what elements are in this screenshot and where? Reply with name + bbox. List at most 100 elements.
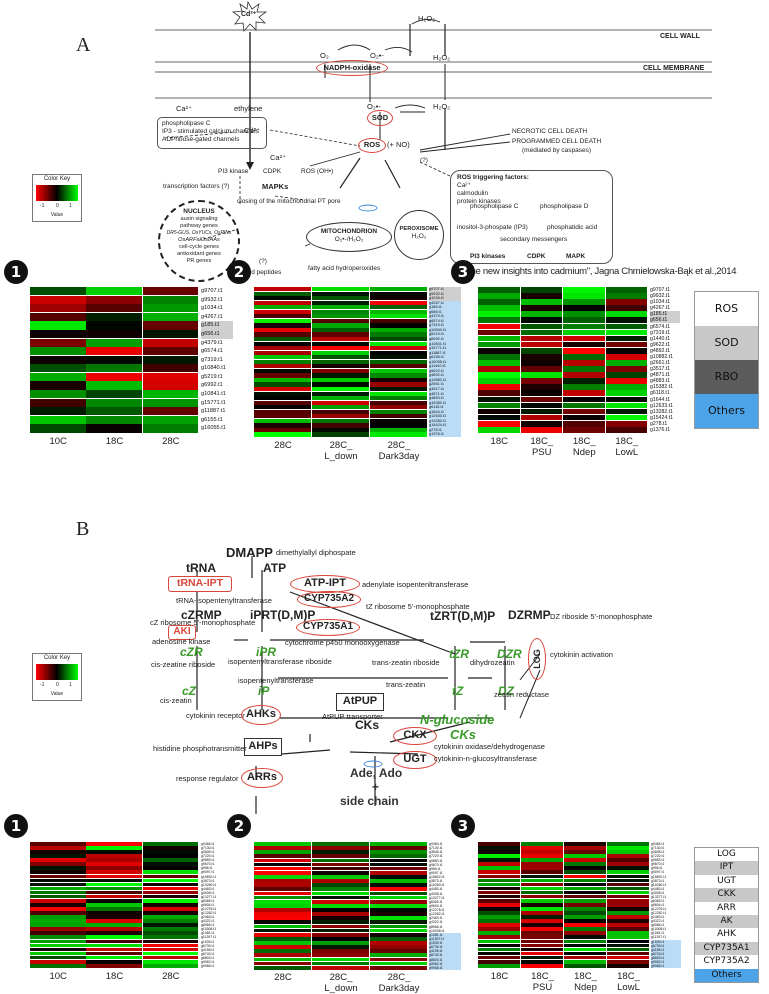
heatmap-cell xyxy=(605,353,648,360)
heatmap-cell xyxy=(607,911,650,915)
heatmap-cell xyxy=(478,335,520,342)
heatmap-cell xyxy=(254,887,312,892)
row-label: g8743.t1 xyxy=(651,951,681,956)
heatmap-cell xyxy=(312,368,370,373)
heatmap-cell xyxy=(605,293,648,299)
row-label: g15382.t1 xyxy=(650,384,673,391)
ip3-label: inositol-3-phospate (IP3) xyxy=(457,224,528,231)
heatmap-cell xyxy=(520,378,563,384)
heatmap-cell xyxy=(521,862,564,866)
legend-item: CYP735A1 xyxy=(695,941,758,956)
heatmap-cell xyxy=(564,935,607,940)
heatmap-cell xyxy=(607,963,650,968)
row-label: g8966.t1 xyxy=(651,923,665,928)
receptor-label: cytokinin receptor xyxy=(186,711,245,720)
heatmap-cell xyxy=(254,949,312,954)
row-label: g2463.t1 xyxy=(201,915,215,920)
heatmap-cell xyxy=(478,862,521,866)
heatmap-cell xyxy=(30,943,86,948)
heatmap-cell xyxy=(607,939,650,944)
heatmap-cell xyxy=(478,323,520,330)
heatmap-cell xyxy=(605,305,648,311)
heatmap-cell xyxy=(564,862,607,866)
heatmap-cell xyxy=(86,882,143,887)
heatmap-cell xyxy=(370,337,428,342)
ckx-desc-label: cytokinin oxidase/dehydrogenase xyxy=(434,742,545,751)
heatmap-a-3-col-label: 18C xyxy=(490,436,508,447)
heatmap-cell xyxy=(254,870,312,875)
heatmap-cell xyxy=(521,919,564,923)
heatmap-a-2 xyxy=(254,287,428,437)
nucleus-line-4: OsARFs/OsIAAs xyxy=(178,237,220,243)
heatmap-cell xyxy=(370,346,428,351)
heatmap-cell xyxy=(370,965,428,970)
heatmap-cell xyxy=(563,287,605,293)
heatmap-cell xyxy=(312,961,370,966)
heatmap-cell xyxy=(607,870,650,875)
heatmap-cell xyxy=(563,317,605,324)
heatmap-cell xyxy=(30,882,86,887)
heatmap-cell xyxy=(30,415,86,424)
heatmap-cell xyxy=(142,915,199,919)
heatmap-cell xyxy=(312,842,370,846)
row-label: g9604.t1 xyxy=(651,902,665,907)
heatmap-cell xyxy=(605,414,648,421)
heatmap-cell xyxy=(312,318,370,323)
row-label: g1539.t1 xyxy=(651,939,681,944)
heatmap-cell xyxy=(254,355,312,360)
heatmap-cell xyxy=(370,377,428,383)
row-label: g956.t1 xyxy=(651,866,663,871)
heatmap-cell xyxy=(312,883,370,887)
row-label: g656.t1 xyxy=(429,309,461,315)
row-label: g7319.t1 xyxy=(429,323,461,328)
heatmap-cell xyxy=(607,955,650,960)
color-key-a-title: Color Key xyxy=(43,176,71,182)
nucleus-line-7: PR genes xyxy=(186,258,212,264)
row-label: g10882.t1 xyxy=(429,377,461,383)
heatmap-cell xyxy=(370,373,428,378)
heatmap-cell xyxy=(563,323,605,330)
heatmap-cell xyxy=(478,935,521,940)
heatmap-cell xyxy=(478,951,521,956)
heatmap-cell xyxy=(605,384,648,390)
heatmap-cell xyxy=(142,886,199,891)
heatmap-cell xyxy=(521,846,564,850)
heatmap-cell xyxy=(520,414,563,421)
badge-b-1: 1 xyxy=(4,814,28,838)
color-key-b-gradient xyxy=(36,664,78,680)
heatmap-cell xyxy=(142,943,199,948)
heatmap-cell xyxy=(563,293,605,299)
heatmap-cell xyxy=(254,891,312,896)
heatmap-cell xyxy=(521,939,564,944)
row-label: g10841.t1 xyxy=(429,341,461,347)
dzr-label: DZR xyxy=(497,647,522,661)
row-label: g1034.t1 xyxy=(650,299,671,306)
heatmap-cell xyxy=(521,951,564,956)
heatmap-cell xyxy=(520,360,563,366)
row-label: g9062.t1 xyxy=(429,961,461,966)
heatmap-cell xyxy=(370,895,428,900)
heatmap-cell xyxy=(86,338,143,347)
czrmp-label: cZRMP xyxy=(181,608,222,622)
heatmap-cell xyxy=(254,908,312,912)
heatmap-cell xyxy=(312,346,370,351)
cd-mid-label: Cd²⁺ xyxy=(244,126,261,135)
h2o2-top: H₂O₂ xyxy=(418,14,436,23)
ade-label: Ade, Ado xyxy=(350,766,403,780)
row-label: g10008.t1 xyxy=(651,927,667,932)
heatmap-cell xyxy=(370,327,428,333)
heatmap-cell xyxy=(312,932,370,937)
color-key-b-tick-3: 1 xyxy=(69,682,72,688)
heatmap-cell xyxy=(254,427,312,433)
heatmap-cell xyxy=(370,903,428,908)
ckx-label: CKX xyxy=(403,729,427,741)
row-label: g11397.t1 xyxy=(651,935,667,940)
heatmap-cell xyxy=(312,949,370,954)
heatmap-cell xyxy=(370,953,428,958)
heatmap-cell xyxy=(521,911,564,915)
heatmap-cell xyxy=(312,920,370,925)
heatmap-cell xyxy=(142,862,199,866)
heatmap-cell xyxy=(607,854,650,858)
heatmap-cell xyxy=(86,850,143,854)
legend-item: LOG xyxy=(695,848,758,862)
